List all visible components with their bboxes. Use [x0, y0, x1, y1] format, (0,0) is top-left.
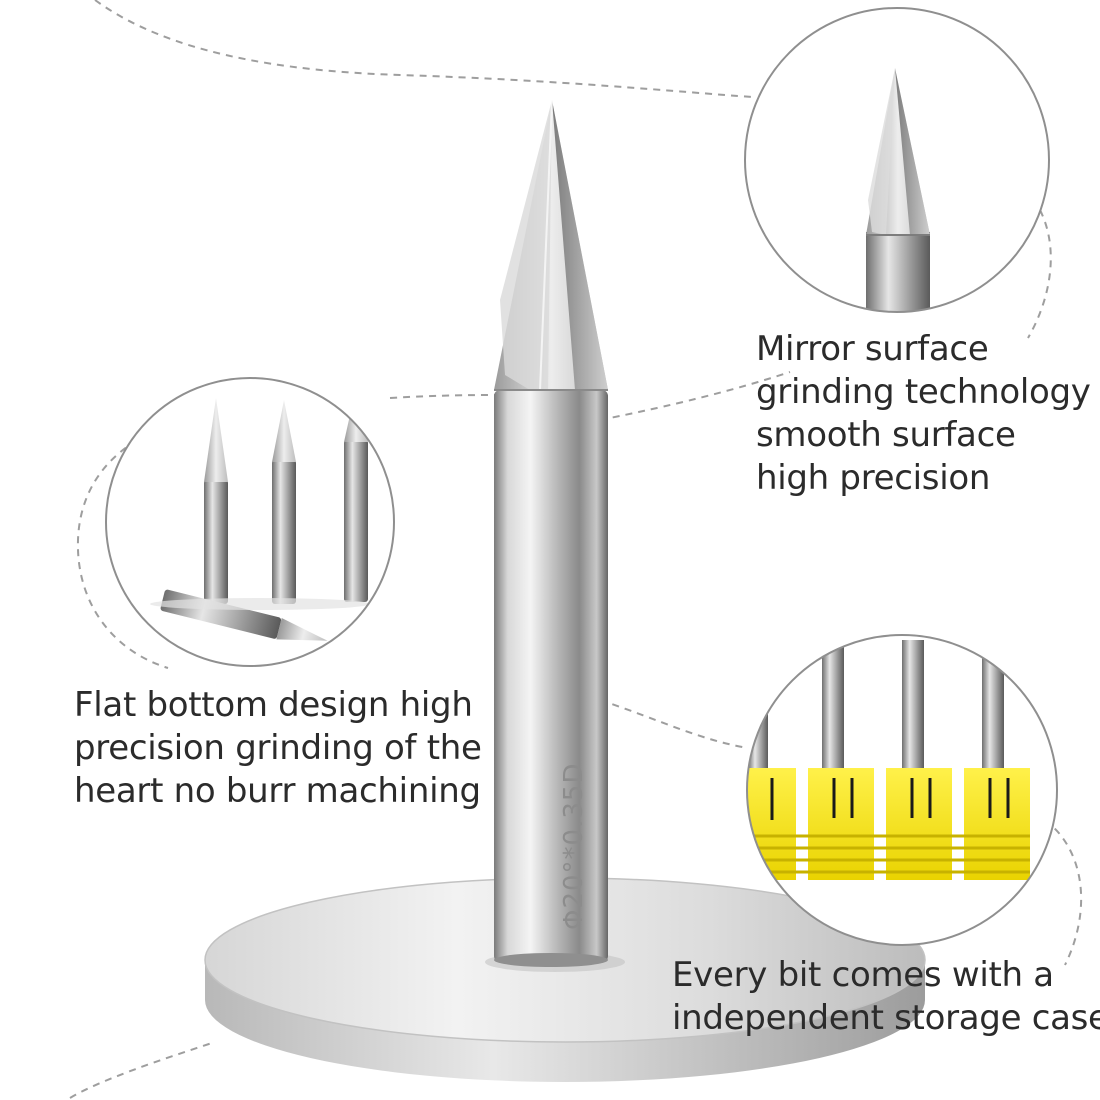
caption-flat-bottom: Flat bottom design high precision grindi…: [74, 684, 482, 813]
shank-engraving: Φ20°*0.35D: [559, 763, 589, 930]
caption-line: grinding technology: [756, 372, 1091, 412]
caption-line: Every bit comes with a: [672, 955, 1054, 995]
caption-line: Mirror surface: [756, 329, 989, 369]
caption-line: independent storage case: [672, 998, 1100, 1038]
caption-storage-case: Every bit comes with a independent stora…: [672, 954, 1100, 1040]
caption-line: high precision: [756, 458, 991, 498]
caption-line: smooth surface: [756, 415, 1016, 455]
detail-circle-tip: [744, 7, 1050, 313]
bit-tip-icon: [866, 68, 930, 312]
caption-mirror-surface: Mirror surface grinding technology smoot…: [756, 328, 1091, 500]
caption-line: Flat bottom design high: [74, 685, 473, 725]
engraving-bit-icon: Φ20°*0.35D: [494, 99, 608, 967]
caption-line: precision grinding of the: [74, 728, 482, 768]
detail-circle-set: [105, 377, 395, 667]
bit-set-icon: [150, 388, 370, 641]
caption-line: heart no burr machining: [74, 771, 481, 811]
detail-circle-cases: [746, 634, 1058, 946]
